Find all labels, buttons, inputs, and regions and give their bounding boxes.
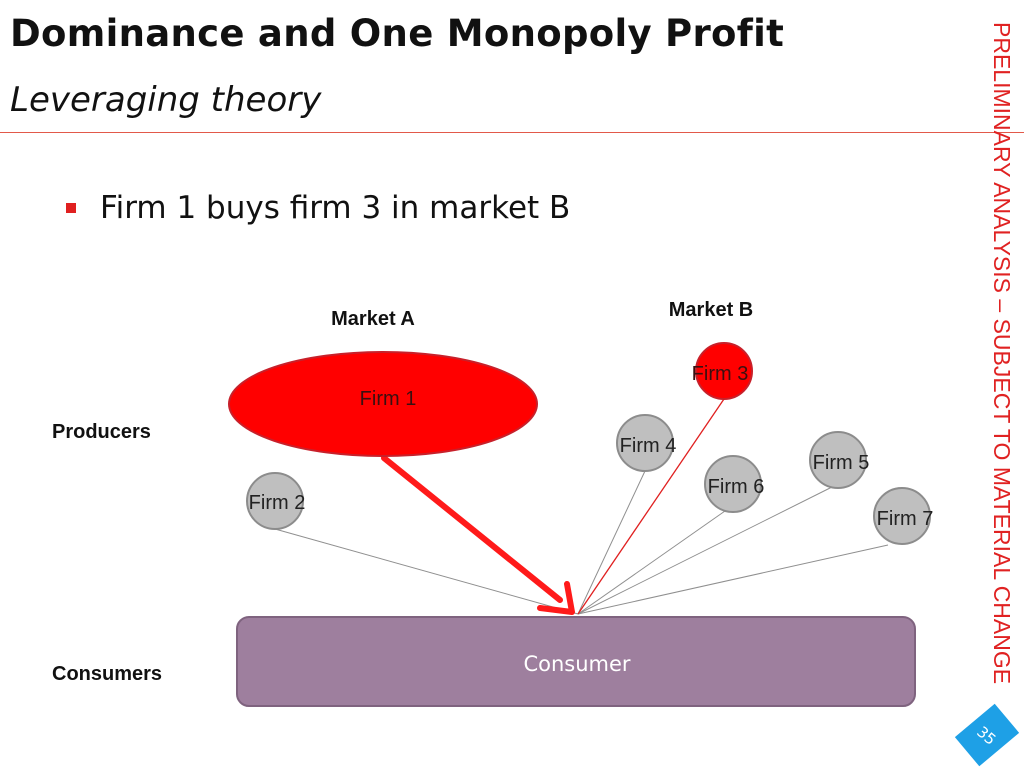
slide-title: Dominance and One Monopoly Profit <box>10 12 785 55</box>
line-firm6-consumer <box>577 510 726 615</box>
consumer-box <box>236 616 916 707</box>
producers-label: Producers <box>52 421 151 443</box>
firm5-node <box>809 431 867 489</box>
firm1-label: Firm 1 <box>360 388 417 410</box>
firm2-node <box>246 472 304 530</box>
firm2-label: Firm 2 <box>249 492 306 514</box>
firm6-node <box>704 455 762 513</box>
firm5-label: Firm 5 <box>813 452 870 474</box>
firm6-label: Firm 6 <box>708 476 765 498</box>
page-number-badge: 35 <box>954 703 1020 767</box>
consumers-label: Consumers <box>52 663 162 685</box>
supply-lines <box>274 398 889 615</box>
firm4-label: Firm 4 <box>620 435 677 457</box>
title-divider <box>0 132 1024 133</box>
firm1-node <box>228 351 538 457</box>
firm3-label: Firm 3 <box>692 363 749 385</box>
bullet-square-icon <box>66 203 76 213</box>
line-firm7-consumer <box>577 544 889 615</box>
market-a-label: Market A <box>331 308 415 330</box>
firm3-node <box>695 342 753 400</box>
firm7-node <box>873 487 931 545</box>
bullet-text: Firm 1 buys firm 3 in market B <box>100 190 571 226</box>
slide-subtitle: Leveraging theory <box>10 80 322 120</box>
line-firm5-consumer <box>577 485 835 615</box>
line-firm2-consumer <box>274 528 579 615</box>
consumer-box-label: Consumer <box>523 652 630 676</box>
line-firm3-consumer <box>577 398 725 615</box>
firm7-label: Firm 7 <box>877 508 934 530</box>
market-b-label: Market B <box>669 299 753 321</box>
leverage-arrow <box>381 455 575 615</box>
line-firm4-consumer <box>577 470 646 615</box>
firm4-node <box>616 414 674 472</box>
